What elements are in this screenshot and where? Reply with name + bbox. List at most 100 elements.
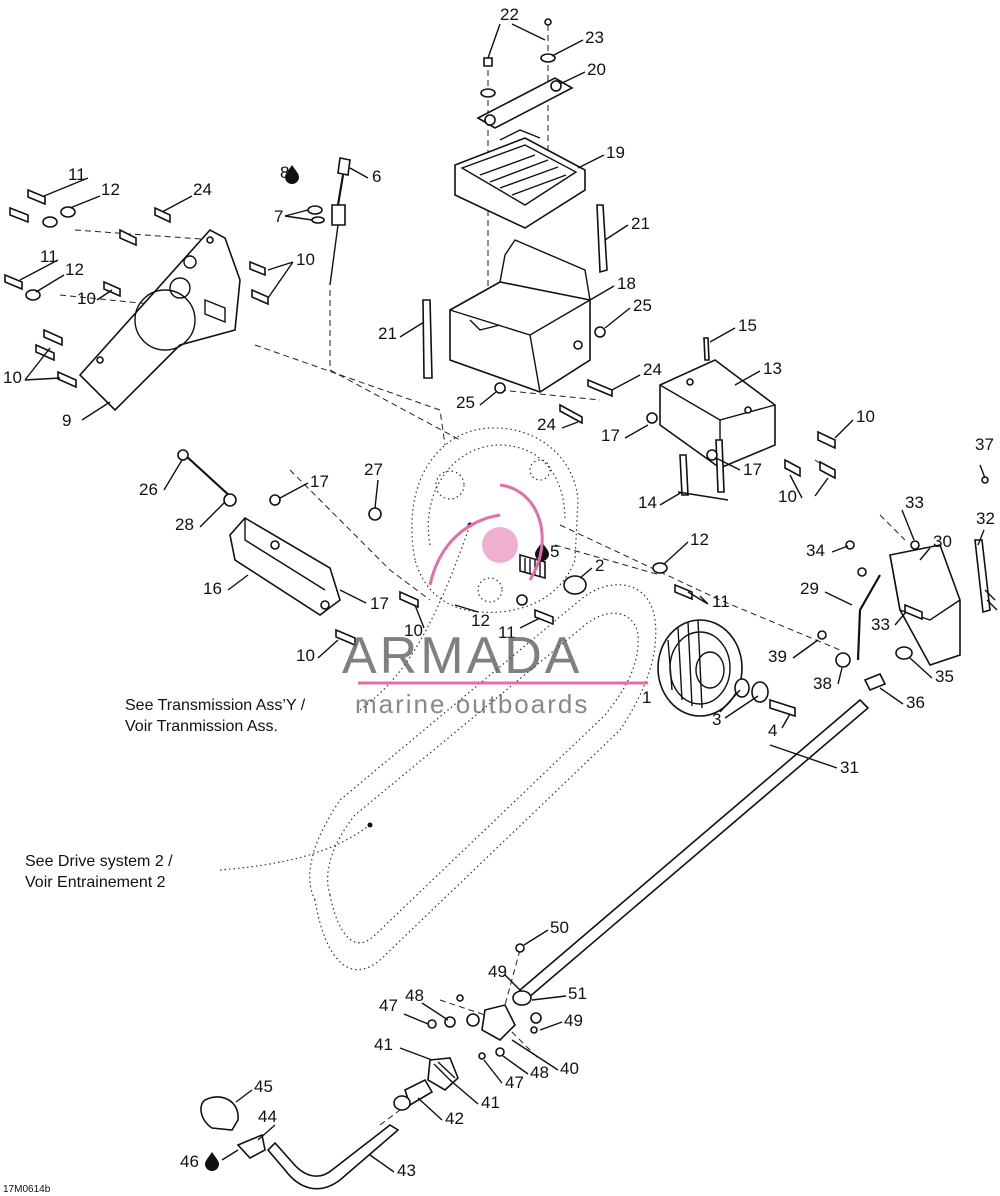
- knob-45: [200, 1096, 239, 1131]
- callout-label: 24: [537, 415, 556, 434]
- cover-16: [229, 516, 341, 616]
- callout-label: 25: [633, 296, 652, 315]
- callout-label: 48: [530, 1063, 549, 1082]
- callout-label: 28: [175, 515, 194, 534]
- callout-label: 37: [975, 435, 994, 454]
- plate-9: [78, 228, 241, 412]
- callout-label: 27: [364, 460, 383, 479]
- rod-21-right: [596, 204, 608, 274]
- hardware-25-24: [494, 326, 613, 425]
- callout-label: 29: [800, 579, 819, 598]
- bolt-10-left-a: [335, 628, 356, 647]
- callout-label: 5: [550, 542, 559, 561]
- callout-label: 47: [505, 1073, 524, 1092]
- rod-21-left: [422, 299, 433, 379]
- callout-label: 17: [310, 472, 329, 491]
- callout-label: 41: [374, 1035, 393, 1054]
- bolt-10-left-b: [399, 590, 419, 609]
- note-transmission-line2: Voir Tranmission Ass.: [125, 718, 278, 735]
- callout-label: 42: [445, 1109, 464, 1128]
- droplet-icon: [285, 165, 299, 184]
- box-bracket-18: [449, 239, 591, 393]
- reference-notes: See Transmission Ass’Y / Voir Tranmissio…: [25, 697, 306, 891]
- callout-label: 14: [638, 493, 657, 512]
- pulley-1: [657, 619, 743, 717]
- callout-label: 12: [65, 260, 84, 279]
- callout-label: 21: [631, 214, 650, 233]
- callout-label: 32: [976, 509, 995, 528]
- callout-label: 38: [813, 674, 832, 693]
- cap-44: [236, 1133, 266, 1159]
- bolt-22: [483, 18, 552, 67]
- parts: [4, 18, 998, 1190]
- note-transmission-line1: See Transmission Ass’Y /: [125, 697, 306, 714]
- callout-label: 17: [743, 460, 762, 479]
- lower-linkage: [393, 943, 542, 1111]
- washer-12-right: [652, 562, 668, 574]
- callout-label: 3: [712, 710, 721, 729]
- callout-label: 7: [274, 207, 283, 226]
- callout-label: 19: [606, 143, 625, 162]
- callout-label: 11: [498, 623, 516, 642]
- bolt-11-right: [674, 583, 693, 601]
- callout-label: 11: [68, 165, 86, 184]
- note-drive-line1: See Drive system 2 /: [25, 853, 173, 870]
- tray-19: [454, 129, 586, 229]
- callout-label: 10: [296, 250, 315, 269]
- callout-label: 34: [806, 541, 825, 560]
- bracket-13: [659, 359, 776, 469]
- rod-31: [518, 698, 870, 1000]
- nut-17-left: [269, 494, 281, 506]
- leader-lines: [19, 23, 986, 1173]
- note-drive-line2: Voir Entrainement 2: [25, 874, 166, 891]
- callout-label: 6: [372, 167, 381, 186]
- pin-15: [703, 337, 710, 361]
- callout-label: 49: [564, 1011, 583, 1030]
- callout-label: 44: [258, 1107, 277, 1126]
- bushing-35: [895, 646, 913, 660]
- callout-label: 10: [77, 289, 96, 308]
- callout-label: 25: [456, 393, 475, 412]
- bolt-4: [769, 698, 796, 718]
- callout-label: 4: [768, 721, 777, 740]
- clamp-plate-20: [476, 77, 574, 129]
- callout-label: 40: [560, 1059, 579, 1078]
- lever-43: [266, 1124, 400, 1190]
- callout-label: 12: [101, 180, 120, 199]
- seal-2: [563, 575, 587, 595]
- callout-label: 17: [601, 426, 620, 445]
- callout-label: 24: [643, 360, 662, 379]
- nut-34b: [857, 567, 867, 577]
- callout-label: 10: [778, 487, 797, 506]
- callout-label: 33: [871, 615, 890, 634]
- watermark-brand: ARMADA: [342, 627, 582, 685]
- rod-26: [177, 449, 233, 499]
- callout-label: 47: [379, 996, 398, 1015]
- callout-label: 12: [471, 611, 490, 630]
- nut-27: [368, 507, 382, 521]
- callout-label: 43: [397, 1161, 416, 1180]
- bolt-10-right: [784, 430, 836, 480]
- callout-label: 36: [906, 693, 925, 712]
- callout-label: 45: [254, 1077, 273, 1096]
- washer-12-left: [516, 594, 528, 606]
- watermark-logo: [428, 483, 544, 586]
- callout-label: 22: [500, 5, 519, 24]
- droplet-icon: [205, 1152, 219, 1171]
- nut-17: [646, 412, 718, 461]
- washer-23: [480, 53, 556, 98]
- callout-label: 35: [935, 667, 954, 686]
- callout-label: 15: [738, 316, 757, 335]
- callout-label: 50: [550, 918, 569, 937]
- callout-label: 41: [481, 1093, 500, 1112]
- callout-label: 21: [378, 324, 397, 343]
- sleeve-36: [863, 672, 887, 692]
- washer-38: [835, 652, 851, 668]
- nut-39: [817, 630, 827, 640]
- bracket-30: [889, 540, 961, 666]
- callout-label: 51: [568, 984, 587, 1003]
- callout-label: 1: [642, 688, 651, 707]
